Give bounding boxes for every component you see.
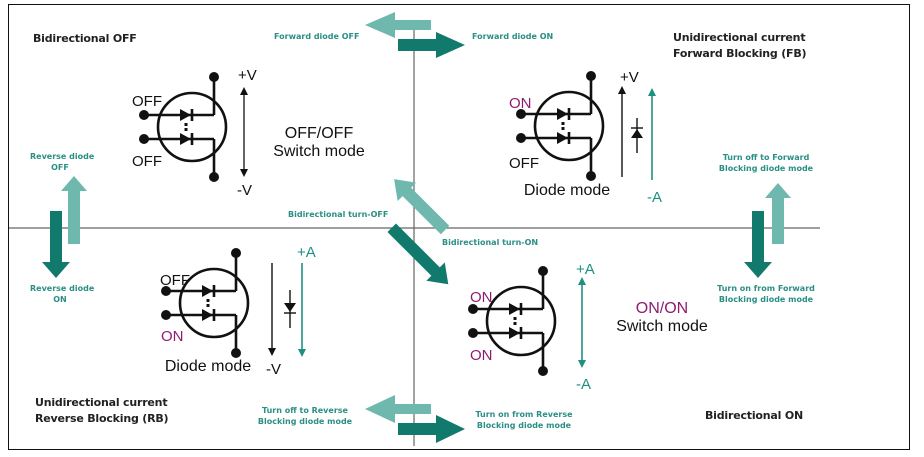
arrow-reverse-diode-on bbox=[42, 211, 70, 278]
axis-label-plus-v: +V bbox=[620, 69, 639, 86]
arrow-forward-diode-off bbox=[365, 12, 431, 38]
label-turn-on-forward-blocking: Turn on from Forward Blocking diode mode bbox=[712, 283, 820, 305]
label-line: Blocking diode mode bbox=[718, 295, 814, 304]
arrow-forward-diode-on bbox=[398, 32, 465, 58]
mode-label-diode-rb: Diode mode bbox=[164, 358, 252, 375]
title-rb-line1: Unidirectional current bbox=[35, 396, 168, 409]
arrow-turn-off-forward bbox=[765, 183, 791, 244]
voltage-double-arrow bbox=[240, 87, 248, 177]
mode-name: Switch mode bbox=[616, 318, 708, 335]
title-rb-line2: Reverse Blocking (RB) bbox=[35, 412, 169, 425]
axis-label-minus-a: -A bbox=[647, 189, 662, 206]
label-turn-off-reverse-blocking: Turn off to Reverse Blocking diode mode bbox=[255, 405, 355, 427]
label-turn-on-reverse-blocking: Turn on from Reverse Blocking diode mode bbox=[474, 409, 574, 431]
mode-label-off-off: OFF/OFF Switch mode bbox=[264, 125, 374, 161]
label-line: Turn on from Reverse bbox=[475, 410, 573, 419]
mode-state: ON/ON bbox=[635, 300, 689, 317]
title-bidirectional-on: Bidirectional ON bbox=[705, 409, 804, 422]
label-line: Turn on from Forward bbox=[717, 284, 815, 293]
gate-top-state: ON bbox=[470, 289, 493, 306]
label-forward-diode-off: Forward diode OFF bbox=[274, 32, 360, 41]
title-fb-line1: Unidirectional current bbox=[673, 31, 806, 44]
arrow-turn-on-reverse bbox=[398, 415, 465, 443]
axis-label-minus-v: -V bbox=[266, 361, 281, 378]
mode-state: OFF/OFF bbox=[284, 125, 354, 142]
gate-top-state: OFF bbox=[132, 93, 162, 110]
label-bidirectional-turn-off: Bidirectional turn-OFF bbox=[288, 210, 389, 219]
label-line: Reverse diode bbox=[30, 284, 95, 293]
label-line: OFF bbox=[51, 163, 69, 172]
title-forward-blocking: Unidirectional current Forward Blocking … bbox=[673, 30, 807, 62]
arrow-bidirectional-turn-off-shape bbox=[394, 179, 450, 235]
arrow-turn-off-reverse bbox=[365, 395, 431, 423]
voltage-down-arrow bbox=[268, 263, 276, 356]
gate-bottom-state: ON bbox=[161, 328, 184, 345]
label-line: Reverse diode bbox=[30, 152, 95, 161]
axis-label-minus-v: -V bbox=[237, 182, 252, 199]
arrow-turn-on-forward bbox=[744, 211, 772, 278]
label-line: Blocking diode mode bbox=[476, 421, 572, 430]
mode-label-diode-fb: Diode mode bbox=[523, 182, 611, 199]
label-reverse-diode-on: Reverse diode ON bbox=[30, 283, 95, 305]
axis-label-plus-a: +A bbox=[297, 244, 316, 261]
label-line: Blocking diode mode bbox=[718, 164, 814, 173]
mode-name: Switch mode bbox=[273, 143, 365, 160]
label-bidirectional-turn-on: Bidirectional turn-ON bbox=[442, 238, 539, 247]
label-forward-diode-on: Forward diode ON bbox=[472, 32, 554, 41]
label-line: Turn off to Reverse bbox=[262, 406, 348, 415]
current-down-arrow bbox=[298, 263, 306, 357]
label-turn-off-forward-blocking: Turn off to Forward Blocking diode mode bbox=[716, 152, 816, 174]
arrow-reverse-diode-off bbox=[61, 176, 87, 244]
label-line: Blocking diode mode bbox=[257, 417, 353, 426]
current-double-arrow bbox=[578, 277, 586, 368]
diode-reverse-icon bbox=[284, 290, 296, 328]
title-reverse-blocking: Unidirectional current Reverse Blocking … bbox=[35, 395, 169, 427]
gate-top-state: ON bbox=[509, 95, 532, 112]
axis-label-plus-a: +A bbox=[576, 261, 595, 278]
label-reverse-diode-off: Reverse diode OFF bbox=[30, 151, 95, 173]
gate-bottom-state: ON bbox=[470, 347, 493, 364]
arrow-bidirectional-turn-on bbox=[387, 223, 449, 285]
diagram-frame bbox=[8, 4, 910, 450]
current-up-arrow bbox=[648, 88, 656, 180]
mode-label-on-on: ON/ON Switch mode bbox=[607, 300, 717, 336]
label-line: ON bbox=[53, 295, 67, 304]
axis-label-minus-a: -A bbox=[576, 376, 591, 393]
title-bidirectional-off: Bidirectional OFF bbox=[33, 32, 137, 45]
title-fb-line2: Forward Blocking (FB) bbox=[673, 47, 807, 60]
gate-top-state: OFF bbox=[160, 272, 190, 289]
voltage-up-arrow bbox=[618, 86, 626, 177]
gate-bottom-state: OFF bbox=[132, 153, 162, 170]
axis-label-plus-v: +V bbox=[238, 67, 257, 84]
gate-bottom-state: OFF bbox=[509, 155, 539, 172]
label-line: Turn off to Forward bbox=[722, 153, 810, 162]
diode-forward-icon bbox=[631, 118, 643, 153]
